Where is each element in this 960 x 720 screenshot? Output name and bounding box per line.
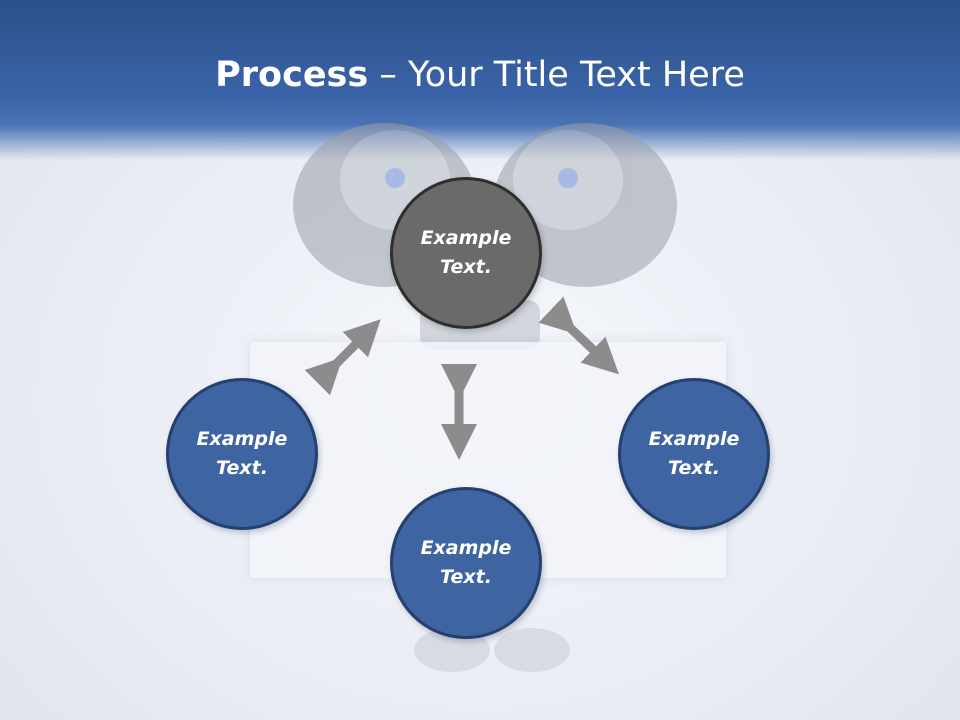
header-band (0, 0, 960, 160)
title-bold: Process (215, 55, 369, 95)
node-text-line1: Example (648, 428, 740, 450)
title-rest: – Your Title Text Here (368, 55, 745, 95)
right-node: Example Text. (618, 378, 770, 530)
double-arrow-left (304, 319, 381, 396)
node-text-line2: Text. (440, 256, 492, 278)
double-arrow-right (538, 296, 620, 375)
node-text-line1: Example (420, 537, 512, 559)
node-text-line1: Example (196, 428, 288, 450)
center-node: Example Text. (390, 177, 542, 329)
left-node: Example Text. (166, 378, 318, 530)
node-text-line2: Text. (440, 566, 492, 588)
slide-title: Process – Your Title Text Here (0, 52, 960, 98)
node-text-line1: Example (420, 227, 512, 249)
node-text-line2: Text. (216, 457, 268, 479)
node-text-line2: Text. (668, 457, 720, 479)
bottom-node: Example Text. (390, 487, 542, 639)
